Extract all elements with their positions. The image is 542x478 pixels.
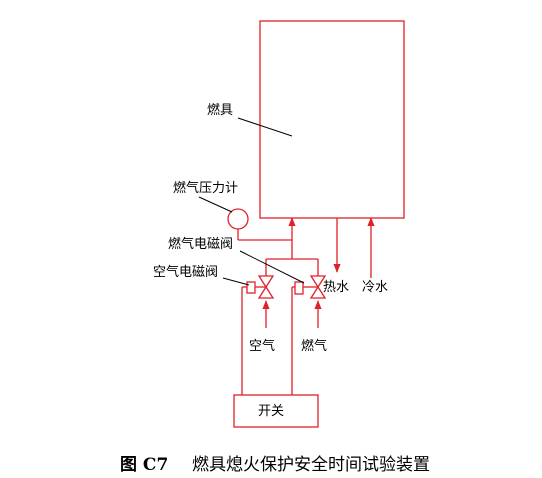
gas-valve-solenoid-icon	[294, 281, 304, 295]
air-label: 空气	[249, 338, 275, 354]
appliance-label: 燃具	[207, 102, 233, 118]
gas-valve-icon	[309, 275, 327, 299]
air-valve-solenoid-icon	[246, 281, 256, 294]
pressure-gauge-label: 燃气压力计	[173, 180, 238, 196]
gas-label: 燃气	[301, 338, 327, 354]
air-valve-icon	[257, 275, 275, 299]
gas-solenoid-valve-label: 燃气电磁阀	[168, 236, 233, 252]
air-valve-leader	[222, 277, 250, 286]
appliance-leader	[237, 117, 293, 137]
hot-water-label: 热水	[323, 280, 349, 295]
cold-water-label: 冷水	[362, 280, 388, 295]
gauge-leader	[198, 196, 233, 213]
appliance-box	[259, 20, 405, 219]
figure-number: 图 C7	[120, 455, 168, 475]
figure-caption: 燃具熄火保护安全时间试验装置	[192, 455, 430, 475]
switch-box	[233, 394, 319, 428]
air-solenoid-valve-label: 空气电磁阀	[153, 264, 218, 280]
gas-valve-leader	[239, 250, 305, 284]
switch-label: 开关	[258, 404, 284, 419]
